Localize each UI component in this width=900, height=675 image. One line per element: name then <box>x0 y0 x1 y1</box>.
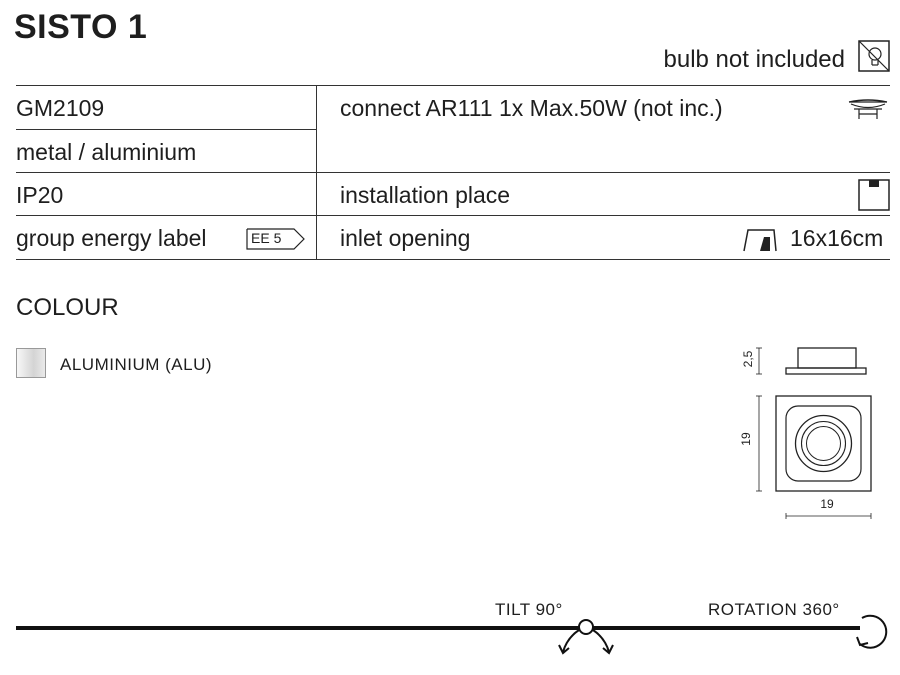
table-bottom-rule <box>16 259 890 260</box>
row-rule <box>16 172 890 173</box>
dimension-depth: 19 <box>739 432 753 446</box>
dimension-width: 19 <box>820 497 834 511</box>
colour-swatch <box>16 348 46 378</box>
product-title: SISTO 1 <box>14 8 148 46</box>
tilt-icon <box>558 619 614 655</box>
energy-badge: EE 5 <box>246 228 306 250</box>
energy-badge-label: EE 5 <box>251 230 282 246</box>
ip-rating: IP20 <box>16 182 64 208</box>
bulb-crossed-icon <box>858 40 890 72</box>
rotation-label: ROTATION 360° <box>708 600 840 619</box>
colour-heading: COLOUR <box>16 294 119 321</box>
dimension-drawing <box>756 347 872 519</box>
inlet-opening: inlet opening <box>340 225 471 251</box>
row-rule <box>16 129 316 130</box>
tilt-label: TILT 90° <box>495 600 563 619</box>
material: metal / aluminium <box>16 139 197 165</box>
bulb-note: bulb not included <box>663 46 845 73</box>
inlet-opening-icon <box>743 229 777 252</box>
energy-label-text: group energy label <box>16 225 207 251</box>
ar111-lamp-icon <box>848 99 888 119</box>
row-rule <box>16 215 890 216</box>
installation-place: installation place <box>340 182 511 208</box>
connect-spec: connect AR111 1x Max.50W (not inc.) <box>340 95 723 121</box>
colour-label: ALUMINIUM (ALU) <box>60 355 213 374</box>
dimension-height: 2,5 <box>741 350 755 368</box>
motion-bar <box>16 626 860 630</box>
inlet-size: 16x16cm <box>790 225 884 251</box>
ceiling-install-icon <box>858 179 890 211</box>
energy-badge-frame <box>246 228 305 250</box>
rotation-icon <box>856 614 888 649</box>
table-top-rule <box>16 85 890 86</box>
column-divider <box>316 85 317 259</box>
product-code: GM2109 <box>16 95 105 121</box>
